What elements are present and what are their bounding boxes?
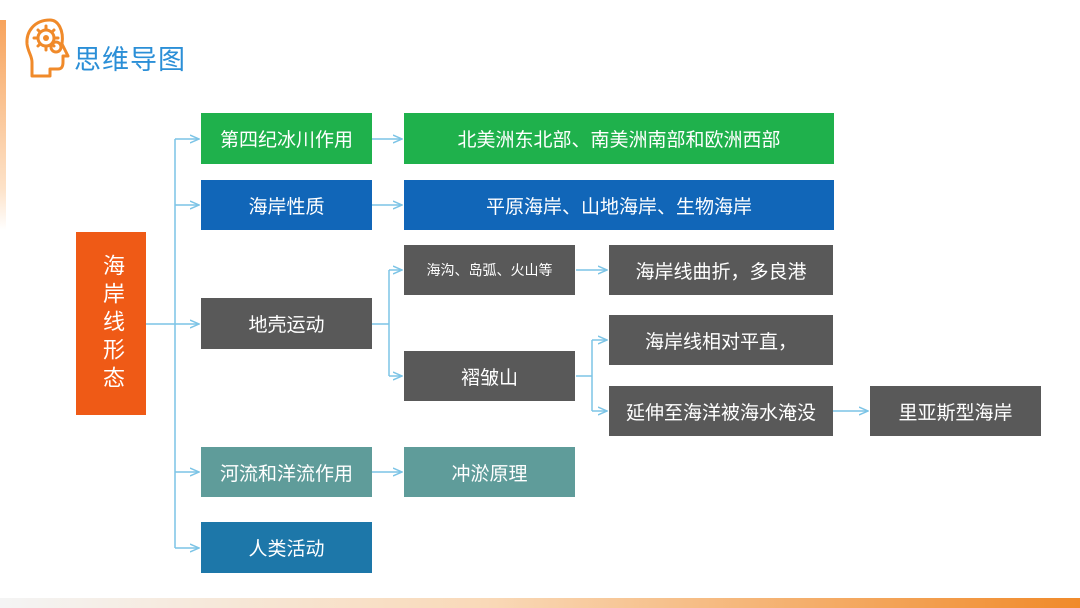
node-trench-result-label: 海岸线曲折，多良港 — [635, 260, 807, 283]
node-fold-mountain: 褶皱山 — [404, 351, 575, 401]
node-river-current-label: 河流和洋流作用 — [219, 462, 353, 485]
node-ria-coast: 里亚斯型海岸 — [870, 386, 1041, 436]
node-crust-movement-label: 地壳运动 — [248, 314, 325, 336]
left-accent-bar — [0, 20, 6, 230]
node-ria-coast-label: 里亚斯型海岸 — [898, 401, 1013, 424]
node-erosion-deposition: 冲淤原理 — [404, 447, 575, 497]
node-trench-arc: 海沟、岛弧、火山等 — [404, 245, 575, 295]
node-submerged: 延伸至海洋被海水淹没 — [609, 386, 833, 436]
node-erosion-deposition-label: 冲淤原理 — [451, 462, 528, 485]
node-coast-nature-detail-label: 平原海岸、山地海岸、生物海岸 — [485, 195, 752, 218]
node-trench-arc-label: 海沟、岛弧、火山等 — [426, 263, 553, 279]
node-submerged-label: 延伸至海洋被海水淹没 — [625, 401, 816, 424]
node-coast-nature: 海岸性质 — [201, 180, 372, 230]
node-fold-mountain-label: 褶皱山 — [460, 366, 518, 389]
root-label: 海岸线形态 — [99, 253, 124, 394]
root-node: 海岸线形态 — [76, 232, 146, 415]
node-crust-movement: 地壳运动 — [201, 298, 372, 349]
node-glacier-detail-label: 北美洲东北部、南美洲南部和欧洲西部 — [457, 129, 781, 151]
node-human-activity: 人类活动 — [201, 522, 372, 573]
node-glacier-detail: 北美洲东北部、南美洲南部和欧洲西部 — [404, 113, 834, 164]
bottom-accent-bar — [0, 598, 1080, 608]
node-straight-coast: 海岸线相对平直， — [609, 315, 833, 365]
node-human-activity-label: 人类活动 — [248, 538, 325, 560]
page-title: 思维导图 — [74, 45, 186, 76]
node-coast-nature-detail: 平原海岸、山地海岸、生物海岸 — [404, 180, 834, 230]
node-straight-coast-label: 海岸线相对平直， — [644, 330, 797, 353]
node-river-current: 河流和洋流作用 — [201, 447, 372, 497]
node-coast-nature-label: 海岸性质 — [248, 195, 325, 218]
head-gears-icon — [25, 18, 70, 78]
node-trench-result: 海岸线曲折，多良港 — [609, 245, 833, 295]
node-glacier: 第四纪冰川作用 — [201, 113, 372, 164]
node-glacier-label: 第四纪冰川作用 — [219, 129, 353, 151]
